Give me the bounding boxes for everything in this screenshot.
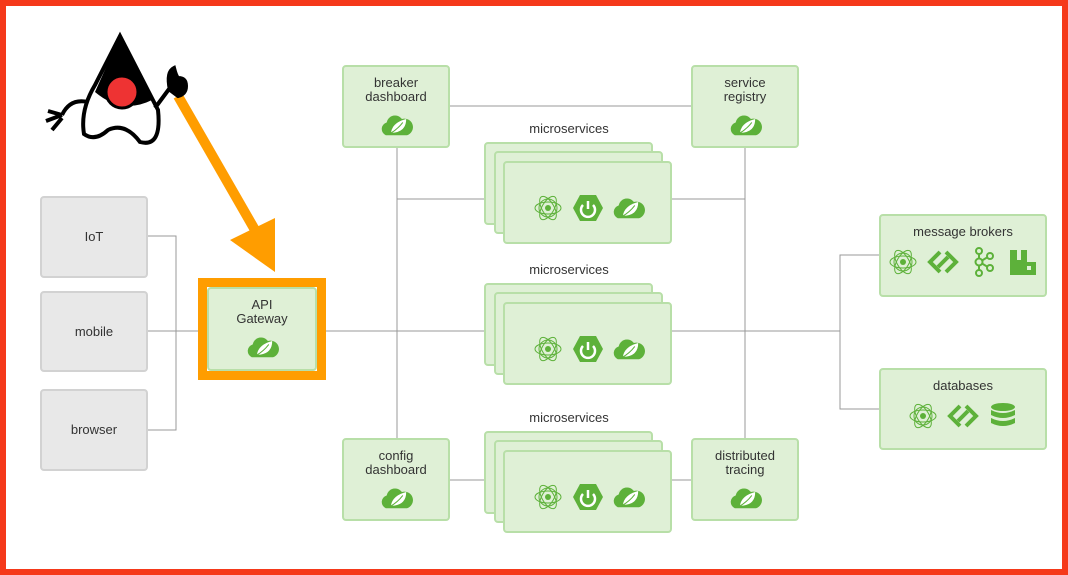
client-label: browser — [70, 422, 118, 437]
databases: databases — [879, 368, 1047, 450]
box-label: dashboard — [365, 462, 427, 477]
spring-cloud-icon — [245, 332, 279, 362]
box-label: config — [378, 448, 414, 463]
box-label: dashboard — [365, 89, 427, 104]
microservices-label: microservices — [529, 410, 609, 425]
spring-cloud-icon — [728, 110, 762, 140]
spring-cloud-icon — [379, 110, 413, 140]
reactor-icon — [531, 334, 565, 364]
spring-cloud-icon — [379, 483, 413, 513]
reactor-icon — [886, 247, 920, 277]
reactor-icon — [531, 482, 565, 512]
gateway-label: Gateway — [236, 311, 288, 326]
spring-boot-icon — [571, 193, 605, 223]
box-label: distributed — [715, 448, 775, 463]
microservice-card — [503, 450, 672, 533]
spring-cloud-icon — [611, 334, 645, 364]
box-label: databases — [933, 378, 993, 393]
spring-cloud-icon — [728, 483, 762, 513]
microservice-card — [503, 302, 672, 385]
client-browser: browser — [40, 389, 148, 471]
duke-mascot-icon — [45, 31, 189, 145]
message-brokers: message brokers — [879, 214, 1047, 297]
spring-cloud-icon — [611, 193, 645, 223]
spring-boot-icon — [571, 482, 605, 512]
box-label: registry — [723, 89, 767, 104]
spring-boot-icon — [571, 334, 605, 364]
client-label: IoT — [84, 229, 104, 244]
microservices-label: microservices — [529, 262, 609, 277]
box-label: message brokers — [913, 224, 1013, 239]
kafka-icon — [966, 247, 1000, 277]
client-mobile: mobile — [40, 291, 148, 372]
client-iot: IoT — [40, 196, 148, 278]
microservices-label: microservices — [529, 121, 609, 136]
spring-data-icon — [926, 247, 960, 277]
reactor-icon — [531, 193, 565, 223]
database-icon — [986, 401, 1020, 431]
box-label: service — [724, 75, 766, 90]
microservice-card — [503, 161, 672, 244]
gateway-label: API — [251, 297, 273, 312]
box-label: breaker — [373, 75, 419, 90]
client-label: mobile — [74, 323, 114, 339]
box-label: tracing — [725, 462, 765, 477]
spring-data-icon — [946, 401, 980, 431]
gateway-highlight — [198, 278, 326, 380]
rabbitmq-icon — [1006, 247, 1040, 277]
arrow — [173, 93, 275, 272]
reactor-icon — [906, 401, 940, 431]
spring-cloud-icon — [611, 482, 645, 512]
